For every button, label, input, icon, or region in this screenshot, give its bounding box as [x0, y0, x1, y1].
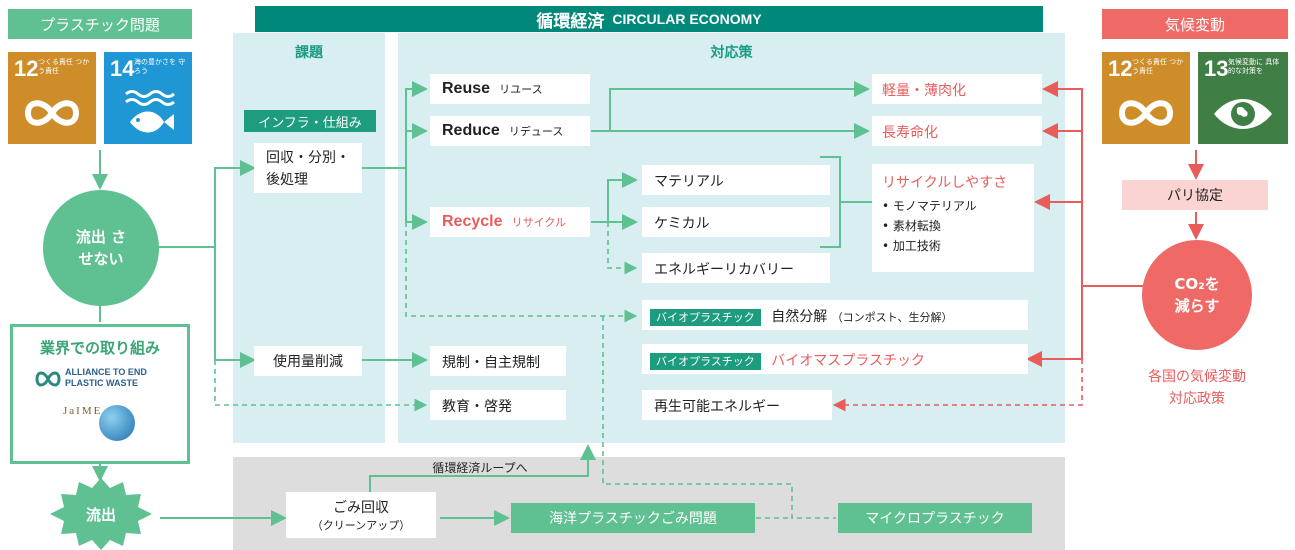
cleanup-main: ごみ回収 — [333, 500, 389, 516]
biomass-label: バイオマスプラスチック — [771, 353, 925, 369]
biomass-box: バイオプラスチック バイオマスプラスチック — [642, 344, 1028, 374]
sdg12-text: つくる責任 つかう責任 — [1132, 58, 1184, 75]
recyclability-item: • 加工技術 — [882, 239, 941, 253]
alliance-logo-text: ALLIANCE TO END PLASTIC WASTE — [65, 367, 147, 388]
industry-efforts-box: 業界での取り組み ALLIANCE TO END PLASTIC WASTE J… — [10, 324, 190, 464]
outflow-burst — [50, 478, 152, 550]
issues-title: 課題 — [295, 45, 323, 61]
sdg14-number: 14 — [110, 56, 135, 81]
marine-plastic-box: 海洋プラスチックごみ問題 — [511, 503, 755, 533]
stop-outflow-circle: 流出 させない — [43, 190, 159, 306]
infinity-icon — [1118, 100, 1174, 126]
recyclability-box: リサイクルしやすさ • モノマテリアル • 素材転換 • 加工技術 — [872, 164, 1034, 272]
solutions-title: 対応策 — [710, 45, 753, 61]
renewable-box: 再生可能エネルギー — [642, 390, 832, 420]
reduce-jp: リデュース — [508, 125, 564, 138]
reuse-jp: リユース — [499, 83, 543, 96]
jaime-logo: JaIME — [63, 401, 143, 457]
reduce-box: Reduce リデュース — [430, 116, 590, 146]
sdg12-number: 12 — [14, 56, 39, 81]
policy-line2: 対応政策 — [1169, 391, 1225, 407]
cleanup-box: ごみ回収 （クリーンアップ） — [286, 492, 436, 538]
sdg12-badge-left: 12 つくる責任 つかう責任 — [8, 52, 96, 144]
recyclability-item-text: 素材転換 — [892, 219, 941, 233]
biodeg-main: 自然分解 — [771, 309, 828, 325]
reduce-use-box: 使用量削減 — [254, 346, 362, 376]
infinity-icon — [24, 100, 80, 126]
header-title-en: CIRCULAR ECONOMY — [612, 11, 762, 27]
microplastic-box: マイクロプラスチック — [838, 503, 1032, 533]
recyclability-item-text: モノマテリアル — [892, 199, 977, 213]
alliance-loop-icon — [35, 371, 61, 387]
paris-agreement-box: パリ協定 — [1122, 180, 1268, 210]
biodeg-sub: （コンポスト、生分解） — [831, 311, 953, 324]
material-box: マテリアル — [642, 165, 830, 195]
sdg13-text: 気候変動に 具体的な対策を — [1228, 58, 1280, 75]
collection-box: 回収・分別・ 後処理 — [254, 143, 362, 193]
reuse-box: Reuse リユース — [430, 74, 590, 104]
recycle-jp: リサイクル — [511, 216, 567, 229]
lightweight-box: 軽量・薄肉化 — [872, 74, 1042, 104]
education-box: 教育・啓発 — [430, 390, 566, 420]
cleanup-sub: （クリーンアップ） — [311, 519, 411, 532]
sdg12-badge-right: 12 つくる責任 つかう責任 — [1102, 52, 1190, 144]
globe-icon — [99, 405, 135, 441]
climate-change-header: 気候変動 — [1102, 9, 1288, 39]
recyclability-item: • 素材転換 — [882, 219, 941, 233]
infra-tag: インフラ・仕組み — [244, 110, 376, 132]
jaime-logo-text: JaIME — [63, 405, 103, 417]
collection-line1: 回収・分別・ — [266, 150, 350, 166]
biodegradable-box: バイオプラスチック 自然分解 （コンポスト、生分解） — [642, 300, 1028, 330]
co2-line1: CO₂を — [1174, 275, 1220, 293]
sdg14-text: 海の豊かさを 守ろう — [134, 58, 186, 75]
energy-recovery-box: エネルギーリカバリー — [642, 253, 830, 283]
reduce-en: Reduce — [442, 122, 500, 139]
circular-loop-label: 循環経済ループへ — [432, 460, 528, 475]
longlife-box: 長寿命化 — [872, 116, 1042, 146]
co2-line2: 減らす — [1174, 297, 1220, 315]
plastic-problem-label: プラスチック問題 — [40, 15, 160, 34]
recyclability-title: リサイクルしやすさ — [882, 175, 1008, 191]
reuse-en: Reuse — [442, 80, 491, 97]
outflow-label: 流出 — [85, 505, 116, 524]
industry-efforts-title: 業界での取り組み — [39, 339, 160, 357]
bioplastic-tag: バイオプラスチック — [650, 353, 761, 370]
sdg13-number: 13 — [1204, 56, 1229, 81]
header-title-jp: 循環経済 — [536, 11, 605, 32]
sdg14-badge: 14 海の豊かさを 守ろう — [104, 52, 192, 144]
climate-policy-text: 各国の気候変動 対応政策 — [1112, 366, 1282, 410]
climate-change-label: 気候変動 — [1164, 15, 1225, 34]
eye-globe-icon — [1214, 99, 1272, 129]
plastic-problem-header: プラスチック問題 — [8, 9, 192, 39]
sdg13-badge: 13 気候変動に 具体的な対策を — [1198, 52, 1288, 144]
alliance-logo: ALLIANCE TO END PLASTIC WASTE — [35, 367, 175, 391]
recycle-box: Recycle リサイクル — [430, 207, 590, 237]
collection-line2: 後処理 — [266, 172, 308, 188]
regulation-box: 規制・自主規制 — [430, 346, 566, 376]
bioplastic-tag: バイオプラスチック — [650, 309, 761, 326]
recycle-en: Recycle — [442, 213, 503, 230]
fish-icon — [125, 90, 175, 133]
stop-outflow-label: 流出 させない — [75, 228, 127, 268]
sdg12-number: 12 — [1108, 56, 1133, 81]
sdg12-text: つくる責任 つかう責任 — [38, 58, 90, 75]
recyclability-item: • モノマテリアル — [882, 199, 977, 213]
policy-line1: 各国の気候変動 — [1148, 369, 1246, 385]
recyclability-item-text: 加工技術 — [892, 239, 941, 253]
reduce-co2-circle: CO₂を 減らす — [1142, 240, 1252, 350]
chemical-box: ケミカル — [642, 207, 830, 237]
circular-economy-header: 循環経済 CIRCULAR ECONOMY — [255, 6, 1043, 32]
